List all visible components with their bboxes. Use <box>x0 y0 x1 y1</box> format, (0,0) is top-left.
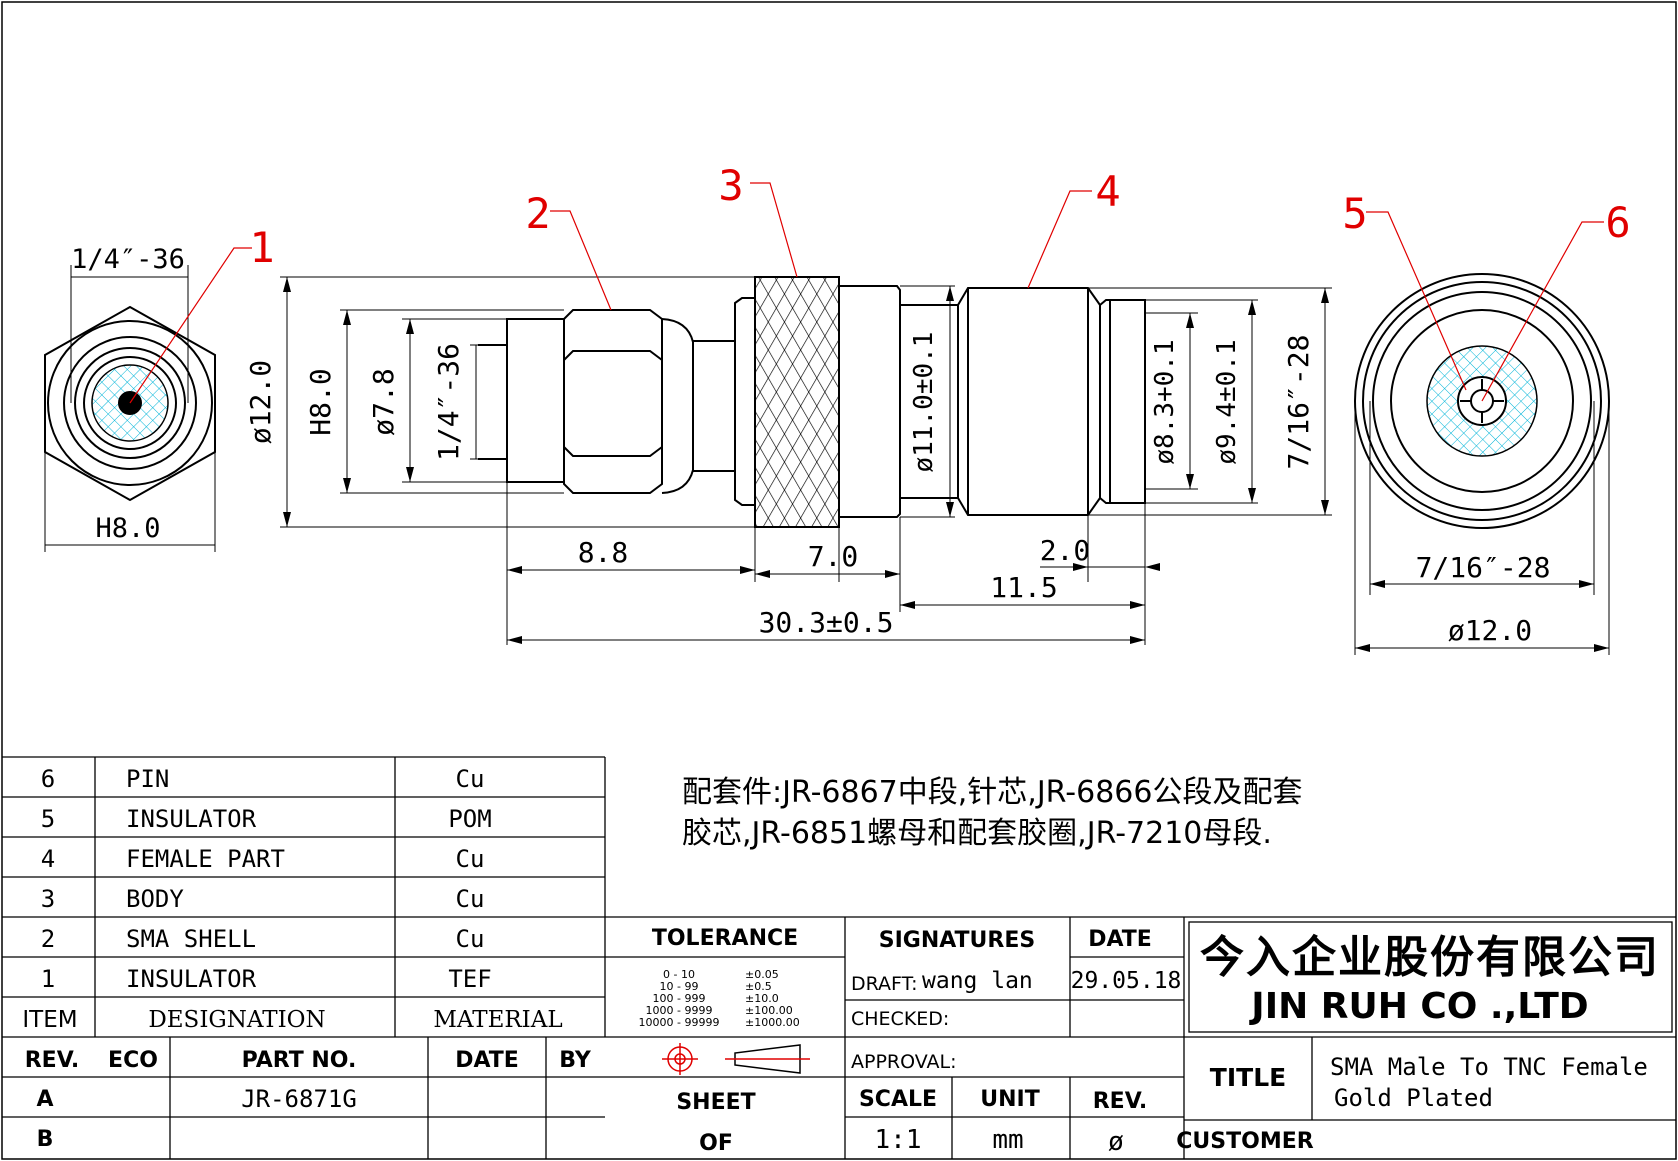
bom-header-designation: DESIGNATION <box>148 1007 325 1033</box>
scale-value: 1:1 <box>875 1125 922 1155</box>
callout-4: 4 <box>1095 167 1120 216</box>
rev-header: REV. <box>25 1048 80 1073</box>
dim-thread-716: 7/16″-28 <box>1282 335 1315 470</box>
bom-item-number: 3 <box>41 885 55 913</box>
of-label: OF <box>699 1131 733 1156</box>
checked-label: CHECKED: <box>851 1008 949 1030</box>
dim-len88: 8.8 <box>578 536 629 569</box>
title-line-1: SMA Male To TNC Female <box>1330 1053 1648 1081</box>
bom-item-number: 4 <box>41 845 55 873</box>
tolerance-range: 10000 - 99999 <box>639 1016 720 1029</box>
unit-label: UNIT <box>980 1087 1039 1112</box>
projection-symbol-icon <box>662 1043 810 1075</box>
dim-len-total: 30.3±0.5 <box>759 606 894 639</box>
part-number-value: JR-6871G <box>241 1085 357 1113</box>
company-name-en: JIN RUH CO .,LTD <box>1248 986 1588 1027</box>
bom-material: Cu <box>456 925 485 953</box>
bom-material: POM <box>448 805 491 833</box>
dim-end-thread: 1/4″-36 <box>71 244 185 275</box>
bom-header-material: MATERIAL <box>433 1007 562 1033</box>
bom-designation: SMA SHELL <box>126 925 256 953</box>
customer-label: CUSTOMER <box>1176 1129 1313 1154</box>
tolerance-header: TOLERANCE <box>652 926 798 951</box>
tolerance-range: 0 - 10 <box>663 968 695 981</box>
dim-right-thread: 7/16″-28 <box>1416 551 1551 584</box>
tolerance-range: 100 - 999 <box>653 992 706 1005</box>
note-line-2: 胶芯,JR-6851螺母和配套胶圈,JR-7210母段. <box>682 816 1272 851</box>
note-line-1: 配套件:JR-6867中段,针芯,JR-6866公段及配套 <box>682 775 1302 810</box>
bom-material: TEF <box>448 965 491 993</box>
bom-designation: PIN <box>126 765 169 793</box>
draft-label: DRAFT: <box>851 973 918 995</box>
bom-material: Cu <box>456 765 485 793</box>
rev-a: A <box>36 1087 53 1112</box>
dim-end-hex: H8.0 <box>95 513 160 544</box>
dim-dia11: ø11.0±0.1 <box>909 332 939 473</box>
eco-header: ECO <box>108 1048 158 1073</box>
tolerance-range: 1000 - 9999 <box>646 1004 713 1017</box>
tolerance-range: 10 - 99 <box>660 980 699 993</box>
unit-value: mm <box>992 1125 1023 1155</box>
tolerance-table: 0 - 10 ±0.05 10 - 99 ±0.5 100 - 999 ±10.0 1000… <box>639 968 800 1029</box>
tolerance-value: ±0.5 <box>745 980 772 993</box>
tolerance-value: ±1000.00 <box>745 1016 800 1029</box>
approval-label: APPROVAL: <box>851 1051 957 1073</box>
bom-item-number: 5 <box>41 805 55 833</box>
tolerance-value: ±0.05 <box>745 968 779 981</box>
dim-len115: 11.5 <box>990 571 1057 604</box>
title-line-2: Gold Plated <box>1334 1084 1493 1112</box>
rev-label: REV. <box>1093 1089 1148 1114</box>
bom-designation: FEMALE PART <box>126 845 285 873</box>
bom-material: Cu <box>456 885 485 913</box>
title-block-grid <box>605 916 1676 1159</box>
bom-item-number: 2 <box>41 925 55 953</box>
dim-dia94: ø9.4±0.1 <box>1212 339 1242 464</box>
dim-len70: 7.0 <box>808 540 859 573</box>
bom-item-number: 6 <box>41 765 55 793</box>
part-no-header: PART NO. <box>242 1048 357 1073</box>
hex-outline <box>44 305 216 502</box>
callout-3: 3 <box>718 161 743 210</box>
dim-dia12: ø12.0 <box>244 360 277 444</box>
draft-date: 29.05.18 <box>1071 968 1182 994</box>
signatures-header: SIGNATURES <box>879 928 1036 953</box>
bom-designation: INSULATOR <box>126 965 257 993</box>
callout-5: 5 <box>1342 189 1367 238</box>
date-label: DATE <box>1088 927 1152 952</box>
dim-dia83: ø8.3+0.1 <box>1150 339 1180 464</box>
sheet-label: SHEET <box>676 1090 755 1115</box>
dim-thread-quarter: 1/4″-36 <box>432 343 465 461</box>
bom-item-number: 1 <box>41 965 55 993</box>
draft-name: wang lan <box>922 968 1033 994</box>
bom-designation: BODY <box>126 885 184 913</box>
by-header: BY <box>559 1048 592 1073</box>
bom-material: Cu <box>456 845 485 873</box>
dim-right-dia: ø12.0 <box>1448 614 1532 647</box>
dim-hex8: H8.0 <box>304 368 337 435</box>
callout-1: 1 <box>249 223 274 272</box>
date-header: DATE <box>455 1048 519 1073</box>
callout-6: 6 <box>1605 198 1630 247</box>
bom-table-grid <box>2 756 1676 1159</box>
rev-value: ø <box>1108 1127 1124 1157</box>
dim-len20: 2.0 <box>1040 534 1091 567</box>
dim-dia78: ø7.8 <box>367 368 400 435</box>
tolerance-value: ±10.0 <box>745 992 779 1005</box>
tolerance-value: ±100.00 <box>745 1004 793 1017</box>
callout-2: 2 <box>525 189 550 238</box>
title-label: TITLE <box>1210 1063 1286 1092</box>
company-name-cn: 今入企业股份有限公司 <box>1200 932 1660 983</box>
scale-label: SCALE <box>859 1087 937 1112</box>
bom-header-item: ITEM <box>22 1007 77 1033</box>
rev-b: B <box>37 1127 54 1152</box>
bom-designation: INSULATOR <box>126 805 257 833</box>
side-view <box>478 276 1146 528</box>
